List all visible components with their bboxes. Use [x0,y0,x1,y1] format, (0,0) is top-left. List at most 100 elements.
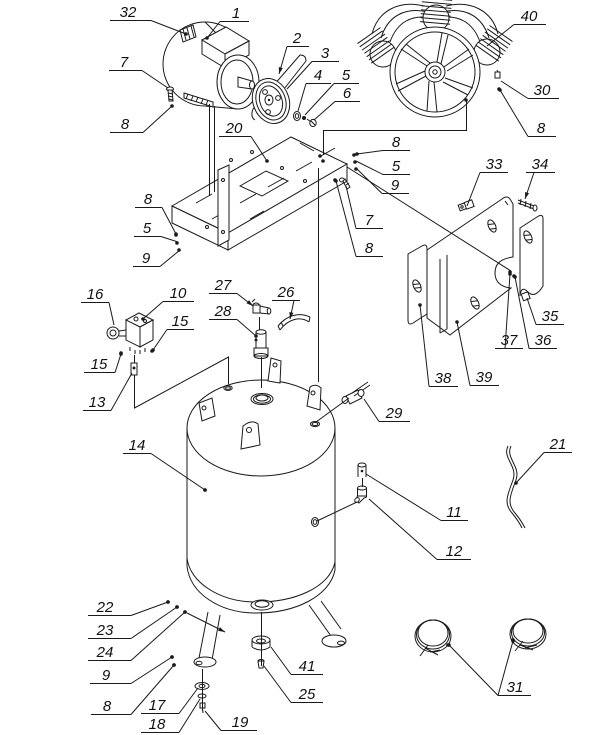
callout-leader [160,236,179,243]
callout-dot [254,334,258,338]
callout-label-15: 15 [91,356,108,373]
callout-label-31: 31 [507,679,524,696]
pump-foot-bolt [464,98,468,102]
tank-bracket-4 [306,384,322,411]
callout-dot [498,88,502,92]
arrowhead [289,312,294,319]
motor-vents [179,24,197,43]
assembly-guide-line [346,166,512,272]
fitting-11 [357,462,367,477]
callout-leader [356,150,384,155]
callout-label-40: 40 [521,8,538,25]
callout-label-10: 10 [170,285,187,302]
callout-label-8: 8 [144,191,153,208]
callout-label-29: 29 [385,405,403,422]
pump-cylinder-left [357,27,397,68]
callout-leader [466,172,481,207]
callout-leader [130,656,173,684]
pulley-washer [293,111,301,121]
callout-dot [184,32,188,36]
callout-leader [365,473,442,521]
pump-cylinder-right [473,25,513,66]
ball-valve [341,381,371,405]
arrowhead [218,627,225,632]
callout-dot [205,36,209,40]
callout-leader [355,167,383,194]
motor-foot [183,92,214,108]
callout-label-27: 27 [214,277,232,294]
callout-leader [108,302,115,326]
callout-dot [511,639,515,643]
callout-leader [304,83,335,116]
tank-bracket-2 [240,421,261,450]
outlet-pipe [277,314,311,331]
callout-label-8: 8 [103,698,112,715]
callout-dot [174,232,178,236]
callout-dot [141,317,145,321]
pump-mount-bolt [494,69,501,91]
callout-leader [456,321,471,386]
callout-label-15: 15 [172,313,189,330]
callout-dot [183,610,187,614]
callout-label-41: 41 [299,658,316,675]
callout-dot [170,655,174,659]
assembly-guide-line [315,397,350,423]
callout-dot [265,159,269,163]
electric-motor [162,21,260,110]
callout-leader [335,180,357,257]
callout-label-33: 33 [486,156,503,173]
callout-leader [150,20,187,35]
callout-leader [110,372,133,411]
callout-leader [419,304,430,387]
assembly-guide-line [186,612,226,633]
callout-leader [297,83,307,112]
callout-label-24: 24 [96,644,114,661]
leg-left [193,611,221,668]
callout-leader [499,89,529,137]
callout-leader [159,249,181,267]
callout-label-13: 13 [89,394,106,411]
callout-label-8: 8 [392,134,401,151]
leg-right [308,600,347,648]
callout-label-12: 12 [446,543,463,560]
callout-leader [204,710,222,731]
callout-label-18: 18 [149,716,166,733]
callout-leader [497,640,514,696]
guard-nut [520,291,531,302]
callout-label-34: 34 [532,156,549,173]
callout-leader [368,498,438,560]
compressor-pump [357,0,513,118]
callout-label-17: 17 [149,697,166,714]
check-valve [251,298,272,315]
drain-port [250,599,274,611]
wire [506,445,526,529]
callout-label-21: 21 [549,436,567,453]
callout-label-7: 7 [365,212,374,229]
callout-leader [130,611,186,661]
callout-leader [150,453,206,491]
callout-leader [130,601,169,616]
callout-dot [175,605,179,609]
tank-port-right [310,420,320,428]
pulley-key [302,116,306,120]
callout-label-38: 38 [435,370,452,387]
callout-leader [178,687,199,714]
callout-leader [363,398,380,422]
callout-leader [250,136,268,162]
callout-label-39: 39 [476,369,493,386]
assembly-guide-line [316,501,358,522]
callout-leader [206,21,221,39]
callout-leader [345,185,357,229]
arrowhead [278,67,283,74]
callout-label-8: 8 [537,120,546,137]
callout-label-36: 36 [535,332,552,349]
callout-dot [508,272,512,276]
callout-dot [334,179,338,183]
callout-label-32: 32 [120,4,137,21]
callout-label-23: 23 [96,622,114,639]
callout-label-16: 16 [87,286,104,303]
tank-bracket-3 [267,357,282,384]
callout-leader [313,101,336,121]
callout-label-30: 30 [534,82,551,99]
